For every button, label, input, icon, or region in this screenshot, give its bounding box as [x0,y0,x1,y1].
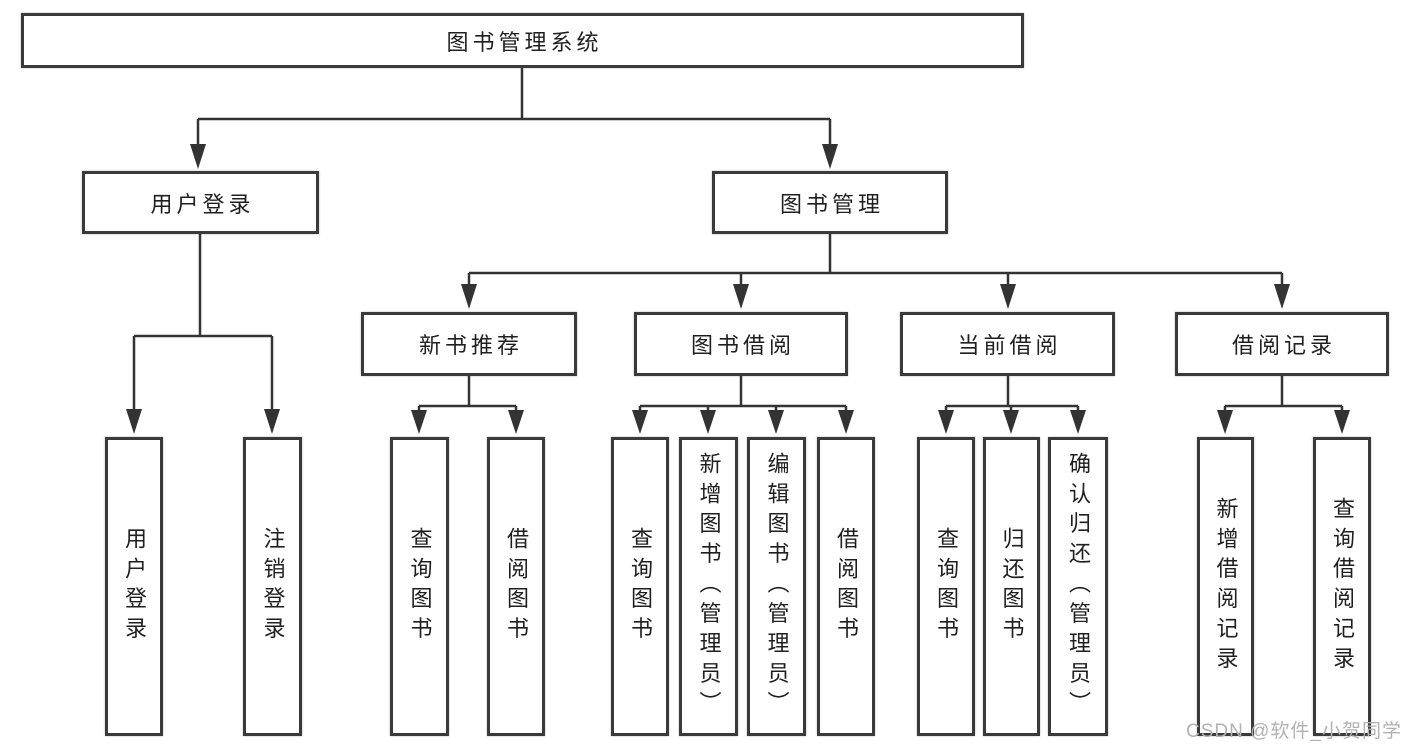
leaf-label: 查询图书 [407,526,433,647]
leaf-label: 查询图书 [934,526,959,647]
leaf-logout: 注销登录 [243,437,302,736]
node-current-borrow: 当前借阅 [900,312,1115,376]
node-label: 当前借阅 [957,333,1062,358]
node-new-book-recommend: 新书推荐 [361,312,577,376]
leaf-borrow-books-recommend: 借阅图书 [487,437,545,736]
leaf-return-books: 归还图书 [983,437,1040,736]
node-book-borrow: 图书借阅 [634,312,848,376]
leaf-borrow-books: 借阅图书 [817,437,875,736]
csdn-watermark: CSDN @软件_小贺同学 [1186,721,1402,742]
leaf-label: 新增图书（管理员） [696,451,722,722]
node-label: 借阅记录 [1231,333,1336,358]
leaf-label: 查询借阅记录 [1330,496,1355,677]
node-label: 图书借阅 [690,333,795,358]
leaf-label: 借阅图书 [504,526,529,647]
leaf-query-books-recommend: 查询图书 [390,437,449,736]
leaf-label: 借阅图书 [834,526,859,647]
leaf-label: 归还图书 [999,526,1025,647]
leaf-query-borrow-record: 查询借阅记录 [1313,437,1371,736]
node-borrow-records: 借阅记录 [1175,312,1389,376]
node-label: 用户登录 [150,191,255,217]
leaf-query-books-borrow: 查询图书 [611,437,669,736]
leaf-user-login: 用户登录 [105,437,163,736]
node-label: 新书推荐 [418,333,523,358]
leaf-add-book-admin: 新增图书（管理员） [679,437,738,736]
node-label: 图书管理 [779,191,884,217]
leaf-query-books-current: 查询图书 [917,437,975,736]
leaf-label: 查询图书 [628,526,653,647]
node-user-login-group: 用户登录 [82,171,319,234]
node-label: 图书管理系统 [446,29,603,55]
leaf-add-borrow-record: 新增借阅记录 [1197,437,1254,736]
leaf-label: 注销登录 [260,526,286,647]
arrowhead-icons [126,144,1350,434]
node-library-system: 图书管理系统 [21,13,1024,68]
leaf-label: 新增借阅记录 [1213,496,1239,677]
leaf-label: 编辑图书（管理员） [764,451,790,722]
leaf-label: 用户登录 [122,526,147,647]
node-book-management: 图书管理 [712,171,948,234]
leaf-edit-book-admin: 编辑图书（管理员） [747,437,806,736]
leaf-label: 确认归还（管理员） [1066,451,1091,722]
leaf-confirm-return-admin: 确认归还（管理员） [1048,437,1108,736]
